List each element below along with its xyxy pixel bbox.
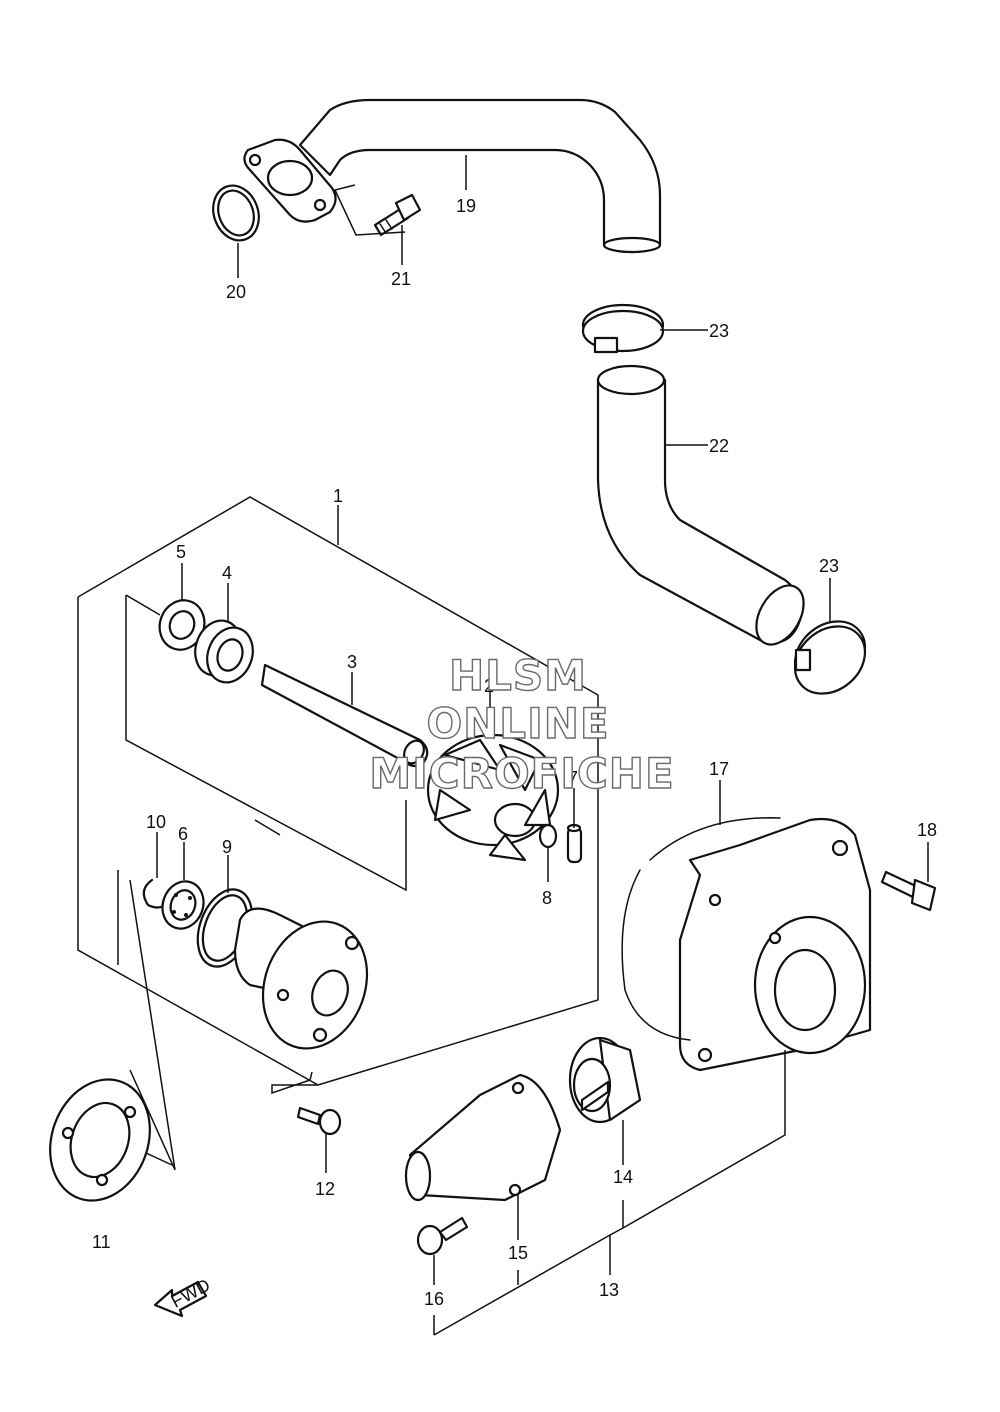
watermark-line1: HLSM xyxy=(449,651,587,700)
o-ring-8 xyxy=(538,823,558,849)
watermark-line3: MICROFICHE xyxy=(369,749,674,798)
callout-2: 2 xyxy=(484,676,494,696)
hose-clamp-23-upper xyxy=(581,303,665,354)
oil-seal-5 xyxy=(158,599,206,651)
pump-shaft-3 xyxy=(260,663,429,768)
callout-21: 21 xyxy=(391,269,411,289)
callout-8: 8 xyxy=(542,888,552,908)
screw-16 xyxy=(416,1216,469,1256)
callout-20: 20 xyxy=(226,282,246,302)
callout-9: 9 xyxy=(222,837,232,857)
hose-clamp-23-lower xyxy=(793,620,867,695)
callout-12: 12 xyxy=(315,1179,335,1199)
callout-16: 16 xyxy=(424,1289,444,1309)
bolt-21 xyxy=(373,193,422,237)
callout-1: 1 xyxy=(333,486,343,506)
o-ring-20 xyxy=(212,184,260,242)
watermark-line2: ONLINE xyxy=(426,699,609,748)
callout-18: 18 xyxy=(917,820,937,840)
bearing-6 xyxy=(161,880,205,930)
callout-11: 11 xyxy=(92,1232,111,1252)
screw-12 xyxy=(296,1106,342,1136)
impeller-2 xyxy=(426,733,560,862)
coolant-pipe-19 xyxy=(243,98,662,254)
fwd-label: FWD xyxy=(168,1275,214,1312)
callout-5: 5 xyxy=(176,542,186,562)
pump-housing xyxy=(233,907,369,1050)
assembly-outline-1 xyxy=(77,496,599,1171)
gasket-11 xyxy=(49,1078,151,1202)
callout-labels: 19 20 21 23 22 23 1 5 4 3 2 7 8 10 6 9 1… xyxy=(92,196,937,1309)
thermostat-14 xyxy=(568,1036,642,1124)
circlip-10 xyxy=(142,878,167,909)
callout-10: 10 xyxy=(146,812,166,832)
callout-23-lower: 23 xyxy=(819,556,839,576)
callout-7: 7 xyxy=(568,768,578,788)
bolt-18 xyxy=(880,870,937,912)
coolant-hose-22 xyxy=(596,364,805,646)
fwd-arrow-icon: FWD xyxy=(153,1275,214,1318)
callout-13: 13 xyxy=(599,1280,619,1300)
callout-17: 17 xyxy=(709,759,729,779)
callout-6: 6 xyxy=(178,824,188,844)
callout-3: 3 xyxy=(347,652,357,672)
callout-14: 14 xyxy=(613,1167,633,1187)
callout-15: 15 xyxy=(508,1243,528,1263)
leader-lines xyxy=(156,155,929,1336)
callout-23-upper: 23 xyxy=(709,321,729,341)
pump-cover-17 xyxy=(621,817,872,1072)
callout-4: 4 xyxy=(222,563,232,583)
dowel-pin-7 xyxy=(566,823,583,864)
callout-22: 22 xyxy=(709,436,729,456)
callout-19: 19 xyxy=(456,196,476,216)
thermostat-cover-15 xyxy=(404,1073,562,1202)
watermark: HLSM ONLINE MICROFICHE xyxy=(369,650,675,798)
